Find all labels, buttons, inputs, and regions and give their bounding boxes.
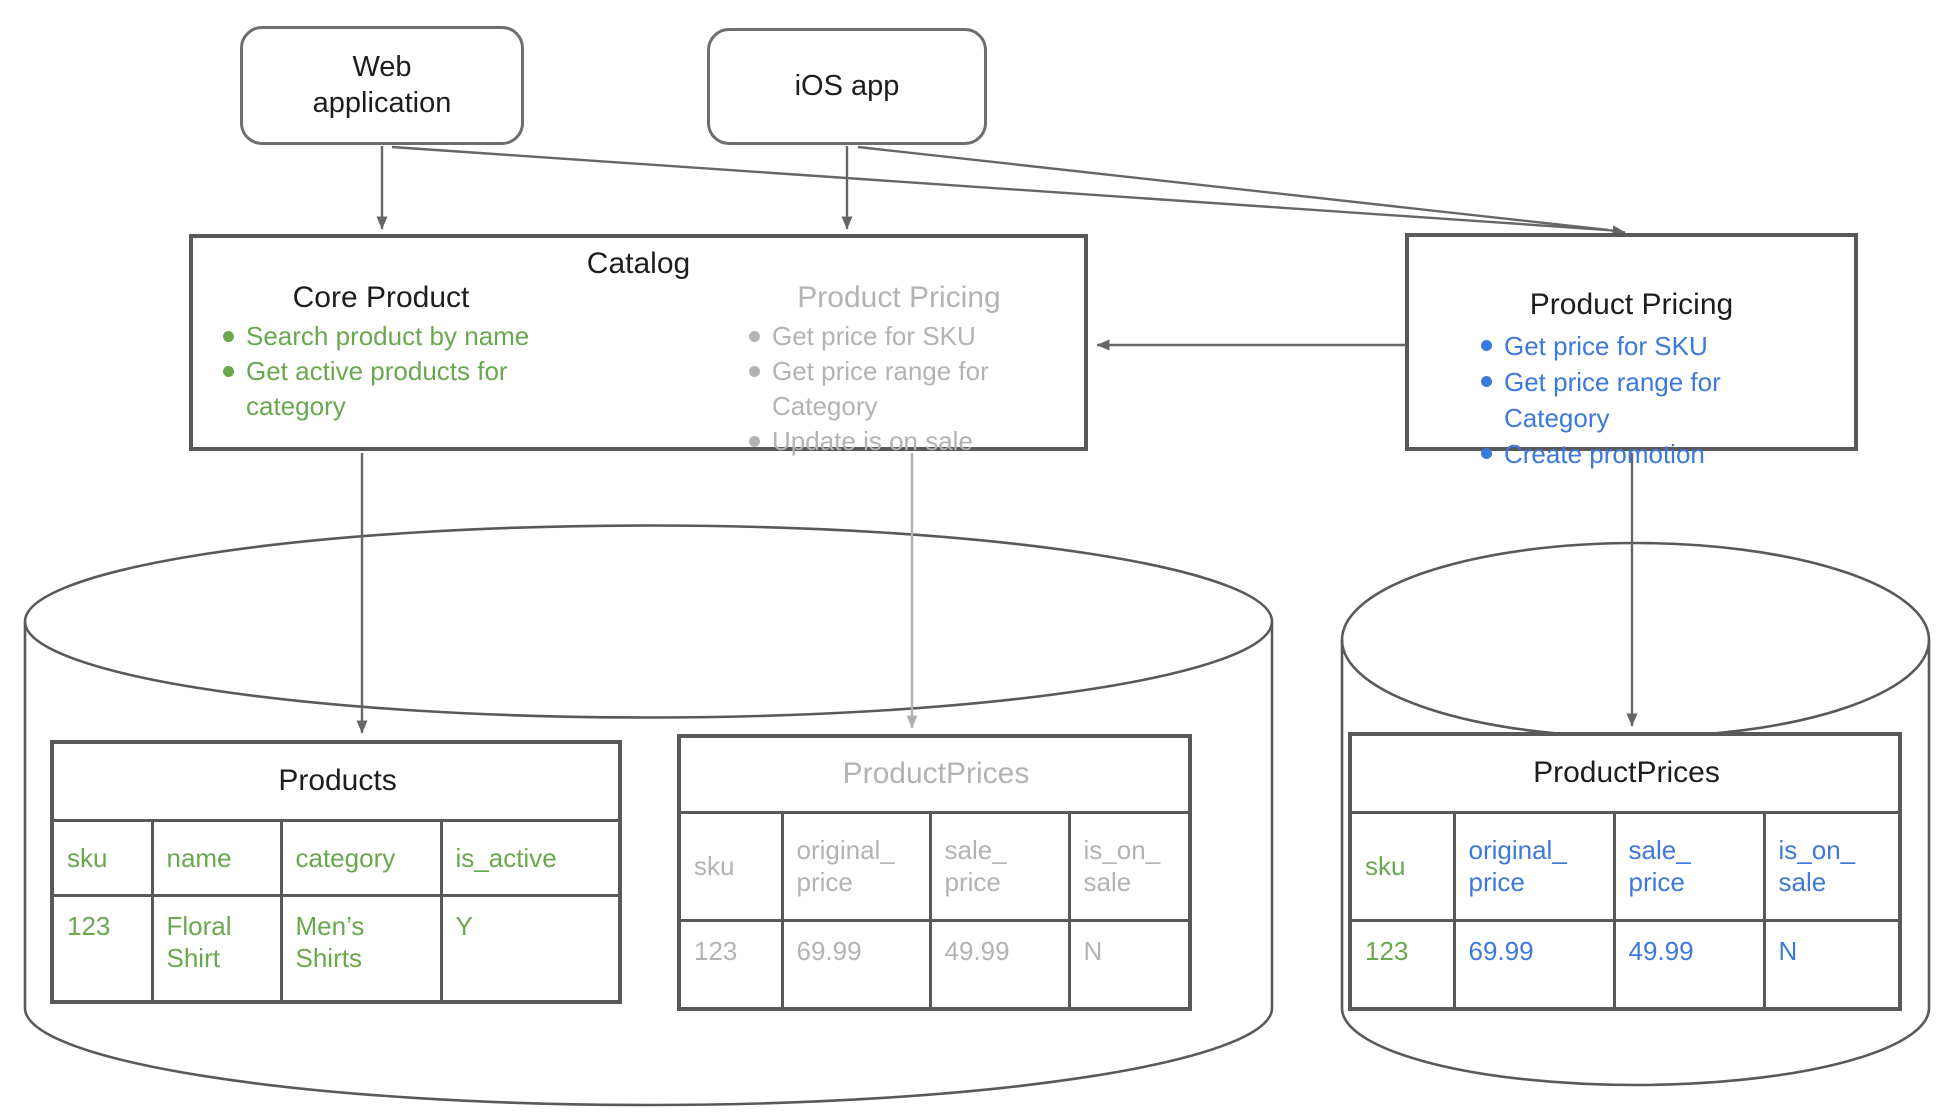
table-cell: 69.99: [780, 918, 932, 1011]
table-cell: 123: [50, 893, 154, 1004]
column-header: is_on_ sale: [1067, 810, 1192, 922]
table-cell: Y: [439, 893, 622, 1004]
products-table: Products sku name category is_active 123…: [50, 740, 623, 1004]
bullet-icon: [749, 366, 760, 377]
list-item: Get price range for Category: [731, 354, 1067, 424]
column-header: original_ price: [780, 810, 932, 922]
core-product-title: Core Product: [292, 281, 470, 314]
column-header: sku: [50, 818, 154, 897]
table-cell: Men’s Shirts: [279, 893, 443, 1004]
list-item: Search product by name: [195, 319, 567, 354]
catalog-service-title: Catalog: [586, 247, 691, 280]
bullet-icon: [749, 436, 760, 447]
bullet-icon: [1481, 376, 1492, 387]
catalog-service-box: Catalog Core Product Search product by n…: [189, 234, 1088, 456]
pricing-product-prices-table: ProductPrices sku original_ price sale_ …: [1348, 732, 1902, 1011]
web-application-node: Web application: [240, 26, 524, 145]
table-cell: N: [1067, 918, 1192, 1011]
catalog-db-cylinder: [23, 524, 1274, 1107]
ios-app-node: iOS app: [707, 28, 987, 145]
bullet-icon: [1481, 448, 1492, 459]
web-application-label: Web application: [312, 51, 452, 119]
table-cell: 49.99: [928, 918, 1071, 1011]
deprecated-product-prices-table: ProductPrices sku original_ price sale_ …: [677, 734, 1192, 1011]
list-item: Update is on sale: [731, 424, 1067, 459]
table-cell: 49.99: [1612, 918, 1766, 1011]
column-header: sku: [1348, 810, 1456, 922]
table-cell: 123: [1348, 918, 1456, 1011]
column-header: sku: [677, 810, 784, 922]
bullet-icon: [223, 366, 234, 377]
core-product-section: Core Product Search product by name Get …: [195, 280, 567, 424]
column-header: is_active: [439, 818, 622, 897]
product-pricing-service-box: Product Pricing Get price for SKU Get pr…: [1405, 233, 1858, 469]
column-header: sale_ price: [1612, 810, 1766, 922]
bullet-icon: [749, 331, 760, 342]
table-title: ProductPrices: [1348, 732, 1902, 814]
list-item: Get price for SKU: [731, 319, 1067, 354]
list-item: Get price range for Category: [1471, 364, 1801, 436]
arrow-ios-to-pricing-service: [857, 145, 1609, 232]
ios-app-label: iOS app: [794, 69, 900, 102]
arrow-pricing-converge-head: [1607, 225, 1626, 237]
table-cell: 123: [677, 918, 784, 1011]
column-header: category: [279, 818, 443, 897]
table-title: ProductPrices: [677, 734, 1192, 814]
bullet-icon: [223, 331, 234, 342]
column-header: sale_ price: [928, 810, 1071, 922]
table-cell: N: [1762, 918, 1902, 1011]
deprecated-product-pricing-section: Product Pricing Get price for SKU Get pr…: [731, 280, 1067, 459]
table-title: Products: [50, 740, 622, 822]
column-header: name: [150, 818, 283, 897]
arrow-web-to-pricing-service: [391, 145, 1609, 232]
list-item: Create promotion: [1471, 436, 1801, 472]
table-cell: Floral Shirt: [150, 893, 283, 1004]
table-cell: 69.99: [1452, 918, 1616, 1011]
deprecated-product-pricing-title: Product Pricing: [797, 281, 1001, 314]
product-pricing-service-title: Product Pricing: [1529, 288, 1734, 321]
bullet-icon: [1481, 340, 1492, 351]
column-header: is_on_ sale: [1762, 810, 1902, 922]
list-item: Get price for SKU: [1471, 328, 1801, 364]
column-header: original_ price: [1452, 810, 1616, 922]
list-item: Get active products for category: [195, 354, 567, 424]
